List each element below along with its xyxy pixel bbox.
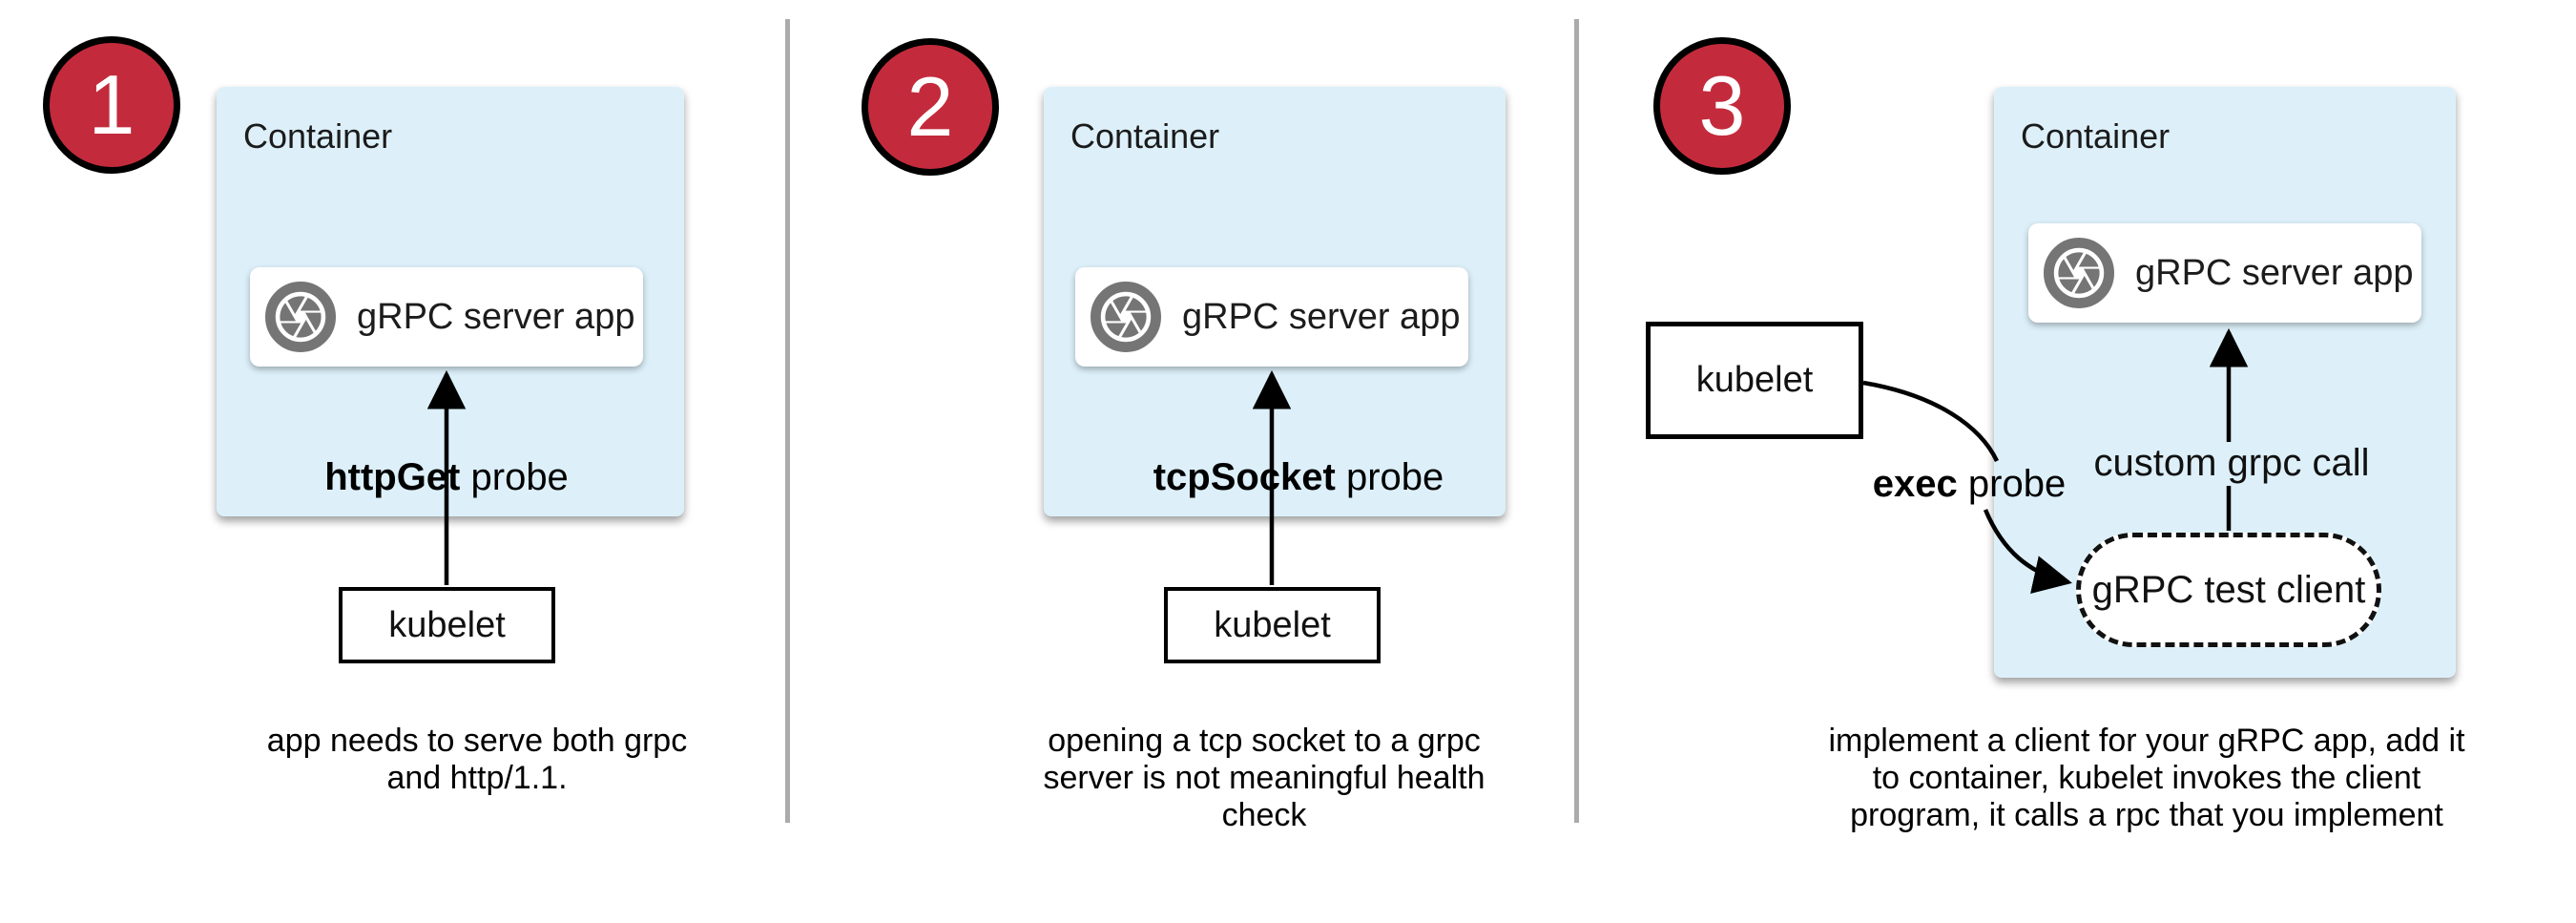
container-label-1: Container <box>243 116 393 156</box>
grpc-server-app-label: gRPC server app <box>357 296 635 337</box>
caption-1: app needs to serve both grpc and http/1.… <box>191 723 763 797</box>
caption-line: opening a tcp socket to a grpc <box>1048 723 1481 759</box>
grpc-server-app-label: gRPC server app <box>2135 252 2414 293</box>
caption-2: opening a tcp socket to a grpc server is… <box>978 723 1550 834</box>
step-badge-1: 1 <box>43 36 180 174</box>
probe-name: tcpSocket <box>1153 456 1336 498</box>
aperture-icon <box>1091 282 1161 352</box>
panel-divider-1 <box>785 19 790 823</box>
container-label-2: Container <box>1070 116 1220 156</box>
grpc-server-app-label: gRPC server app <box>1182 296 1461 337</box>
caption-line: to container, kubelet invokes the client <box>1872 760 2421 796</box>
aperture-icon <box>265 282 336 352</box>
grpc-server-app-box-2: gRPC server app <box>1075 267 1468 367</box>
caption-line: implement a client for your gRPC app, ad… <box>1828 723 2465 759</box>
caption-line: app needs to serve both grpc <box>266 723 688 759</box>
panel-divider-2 <box>1574 19 1579 823</box>
probe-word: probe <box>1345 456 1444 498</box>
step-number: 1 <box>88 57 135 152</box>
exec-probe-arrow-upper <box>1862 380 2000 462</box>
grpc-test-client-label: gRPC test client <box>2091 568 2366 611</box>
kubelet-label: kubelet <box>388 604 506 645</box>
step-badge-3: 3 <box>1653 37 1791 175</box>
probe-name: httpGet <box>324 456 461 498</box>
caption-line: check <box>1221 797 1307 833</box>
aperture-icon <box>2044 238 2114 308</box>
kubelet-label: kubelet <box>1214 604 1331 645</box>
tcpsocket-probe-label: tcpSocket probe <box>1153 454 1444 500</box>
probe-name: exec <box>1872 463 1958 505</box>
kubelet-box-2: kubelet <box>1164 587 1381 663</box>
grpc-server-app-box-3: gRPC server app <box>2028 223 2421 323</box>
kubelet-label: kubelet <box>1695 360 1814 400</box>
step-badge-2: 2 <box>862 38 999 176</box>
container-label-3: Container <box>2021 116 2171 156</box>
caption-line: program, it calls a rpc that you impleme… <box>1850 797 2443 833</box>
grpc-server-app-box-1: gRPC server app <box>250 267 643 367</box>
custom-grpc-call-label: custom grpc call <box>2093 442 2370 484</box>
httpget-probe-label: httpGet probe <box>324 454 569 500</box>
step-number: 3 <box>1698 58 1746 153</box>
kubelet-box-1: kubelet <box>339 587 555 663</box>
grpc-test-client-oval: gRPC test client <box>2076 533 2381 647</box>
probe-word: probe <box>470 456 569 498</box>
step-number: 2 <box>906 59 954 154</box>
caption-3: implement a client for your gRPC app, ad… <box>1803 723 2490 834</box>
kubelet-box-3: kubelet <box>1646 322 1863 439</box>
exec-probe-label: exec probe <box>1873 461 2066 507</box>
probe-word: probe <box>1967 463 2067 505</box>
caption-line: server is not meaningful health <box>1043 760 1485 796</box>
caption-line: and http/1.1. <box>386 760 568 796</box>
